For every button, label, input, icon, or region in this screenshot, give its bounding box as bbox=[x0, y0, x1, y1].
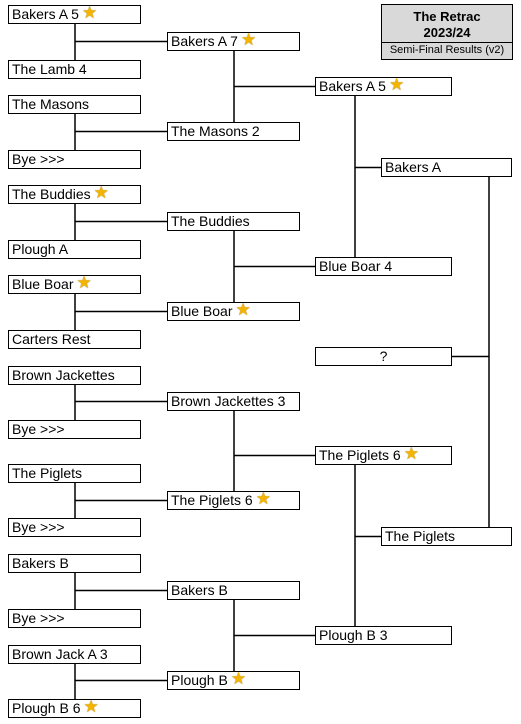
team-name: The Piglets 6 bbox=[319, 447, 401, 463]
team-name: Bakers A 5 bbox=[12, 6, 79, 22]
team-name: The Lamb 4 bbox=[12, 61, 87, 77]
round1-slot-2: The Lamb 4 bbox=[8, 60, 141, 79]
team-name: Bakers B bbox=[171, 582, 228, 598]
round1-slot-14: Bye >>> bbox=[8, 609, 141, 628]
round1-slot-7: Blue Boar★ bbox=[8, 275, 141, 294]
team-name: Blue Boar bbox=[12, 276, 74, 292]
winner-star-icon: ★ bbox=[93, 185, 109, 202]
winner-star-icon: ★ bbox=[81, 5, 98, 22]
round2-slot-8: Plough B★ bbox=[167, 671, 300, 690]
team-name: The Masons bbox=[12, 96, 90, 112]
winner-star-icon: ★ bbox=[235, 302, 251, 319]
team-name: Plough B bbox=[171, 672, 228, 688]
quarterfinals-slot-4: Plough B 3 bbox=[315, 626, 452, 645]
winner-star-icon: ★ bbox=[240, 32, 257, 49]
team-name: Bye >>> bbox=[12, 519, 65, 535]
team-name: The Buddies bbox=[171, 213, 250, 229]
team-name: The Buddies bbox=[12, 186, 91, 202]
team-name: Bakers A 7 bbox=[171, 33, 238, 49]
final-slot-1: ? bbox=[315, 347, 452, 366]
round1-slot-16: Plough B 6★ bbox=[8, 699, 141, 718]
team-name: Bye >>> bbox=[12, 610, 65, 626]
title-box: The Retrac 2023/24 Semi-Final Results (v… bbox=[381, 4, 513, 60]
semifinals-slot-1: Bakers A bbox=[381, 158, 512, 177]
round2-slot-6: The Piglets 6★ bbox=[167, 491, 300, 510]
team-name: Brown Jackettes bbox=[12, 367, 115, 383]
round1-slot-12: Bye >>> bbox=[8, 518, 141, 537]
quarterfinals-slot-2: Blue Boar 4 bbox=[315, 257, 452, 276]
team-name: ? bbox=[379, 348, 388, 364]
team-name: Brown Jack A 3 bbox=[12, 646, 108, 662]
round1-slot-15: Brown Jack A 3 bbox=[8, 645, 141, 664]
team-name: Bakers A 5 bbox=[319, 78, 386, 94]
round1-slot-6: Plough A bbox=[8, 240, 141, 259]
winner-star-icon: ★ bbox=[388, 77, 405, 94]
round2-slot-5: Brown Jackettes 3 bbox=[167, 392, 300, 411]
team-name: Bye >>> bbox=[12, 421, 65, 437]
round1-slot-3: The Masons bbox=[8, 95, 141, 114]
round1-slot-5: The Buddies★ bbox=[8, 185, 141, 204]
team-name: Bye >>> bbox=[12, 151, 65, 167]
team-name: The Piglets 6 bbox=[171, 492, 253, 508]
quarterfinals-slot-3: The Piglets 6★ bbox=[315, 446, 452, 465]
team-name: The Piglets bbox=[12, 465, 83, 481]
subtitle: Semi-Final Results (v2) bbox=[382, 42, 512, 59]
team-name: The Piglets bbox=[385, 528, 456, 544]
team-name: Brown Jackettes 3 bbox=[171, 393, 286, 409]
round1-slot-11: The Piglets bbox=[8, 464, 141, 483]
team-name: Blue Boar bbox=[171, 303, 233, 319]
title-line1: The Retrac bbox=[413, 9, 481, 24]
round1-slot-10: Bye >>> bbox=[8, 420, 141, 439]
round1-slot-13: Bakers B bbox=[8, 554, 141, 573]
round2-slot-4: Blue Boar★ bbox=[167, 302, 300, 321]
team-name: Plough B 3 bbox=[319, 627, 388, 643]
team-name: Bakers B bbox=[12, 555, 69, 571]
round2-slot-3: The Buddies bbox=[167, 212, 300, 231]
round2-slot-7: Bakers B bbox=[167, 581, 300, 600]
team-name: Blue Boar 4 bbox=[319, 258, 393, 274]
winner-star-icon: ★ bbox=[230, 671, 247, 688]
winner-star-icon: ★ bbox=[76, 275, 92, 292]
team-name: Carters Rest bbox=[12, 331, 91, 347]
team-name: The Masons 2 bbox=[171, 123, 260, 139]
title-line2: 2023/24 bbox=[423, 25, 471, 40]
round2-slot-1: Bakers A 7★ bbox=[167, 32, 300, 51]
semifinals-slot-2: The Piglets bbox=[381, 527, 512, 546]
team-name: Bakers A bbox=[385, 159, 442, 175]
round1-slot-1: Bakers A 5★ bbox=[8, 5, 141, 24]
round1-slot-9: Brown Jackettes bbox=[8, 366, 141, 385]
quarterfinals-slot-1: Bakers A 5★ bbox=[315, 77, 452, 96]
winner-star-icon: ★ bbox=[83, 699, 99, 716]
round2-slot-2: The Masons 2 bbox=[167, 122, 300, 141]
team-name: Plough A bbox=[12, 241, 69, 257]
round1-slot-8: Carters Rest bbox=[8, 330, 141, 349]
team-name: Plough B 6 bbox=[12, 700, 81, 716]
round1-slot-4: Bye >>> bbox=[8, 150, 141, 169]
winner-star-icon: ★ bbox=[403, 446, 419, 463]
winner-star-icon: ★ bbox=[255, 491, 271, 508]
